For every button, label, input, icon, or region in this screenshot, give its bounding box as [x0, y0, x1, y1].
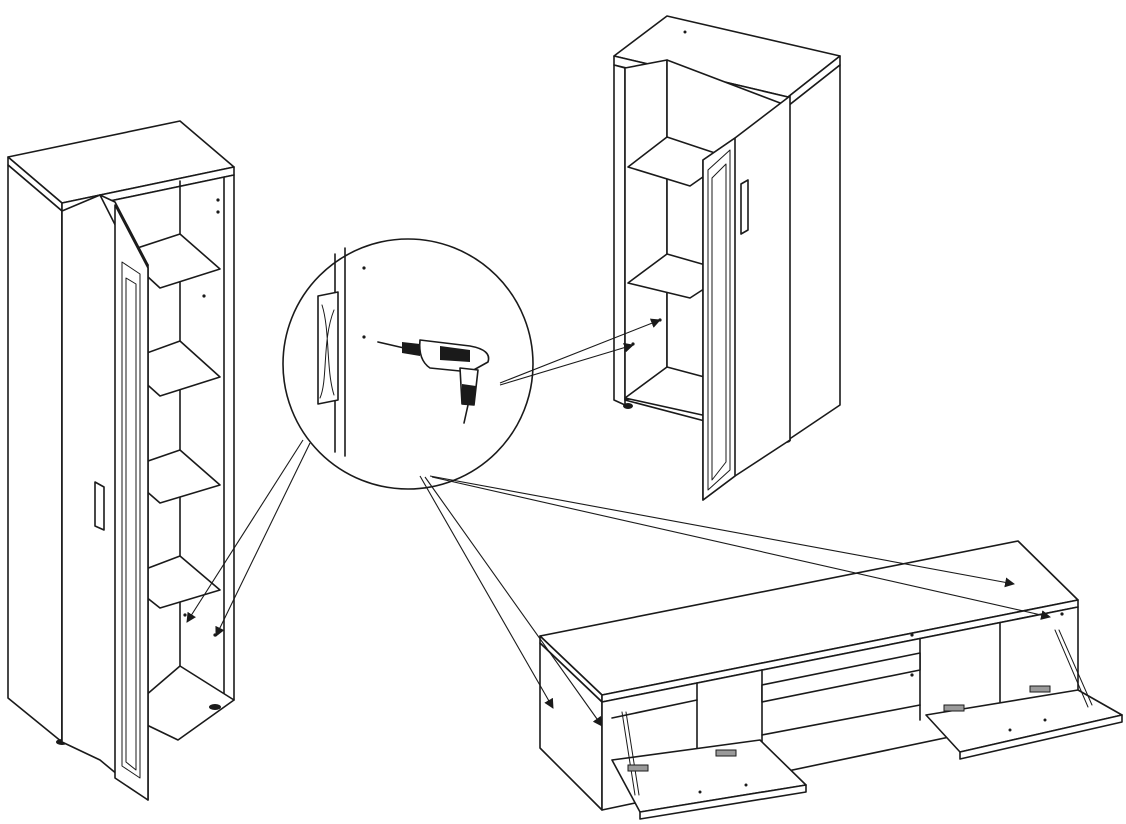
power-drill-icon [377, 339, 490, 424]
pointer-arrows [186, 318, 1051, 727]
arrow-to-tall-cabinet-hole-2 [215, 442, 311, 637]
arrow-to-tv-stand-top [429, 475, 1015, 588]
arrow-to-tv-stand-right [431, 476, 1051, 620]
tall-cabinet-handle [94, 481, 105, 531]
short-cabinet-side-panel [787, 64, 841, 441]
arrow-to-short-cabinet-hole-2 [499, 342, 634, 386]
tall-cabinet-side-panel [7, 164, 63, 743]
arrow-to-tv-stand-left [424, 476, 603, 727]
tv-stand-right-drop-door [925, 629, 1123, 760]
tv-stand-left-drop-door [611, 711, 807, 820]
tall-cabinet-glass-door [61, 194, 149, 801]
short-cabinet-glass-door [702, 95, 791, 501]
tv-stand-shelf [761, 652, 921, 703]
tv-stand [539, 540, 1123, 820]
arrow-to-tall-cabinet-hole-1 [186, 439, 304, 623]
drill-detail-magnifier [282, 238, 534, 490]
short-cabinet-handle [740, 179, 749, 235]
arrow-to-short-cabinet-hole-1 [499, 318, 661, 384]
short-glass-cabinet [613, 15, 841, 501]
tall-glass-cabinet [7, 120, 235, 801]
arrow-to-tv-stand-side [419, 475, 554, 709]
